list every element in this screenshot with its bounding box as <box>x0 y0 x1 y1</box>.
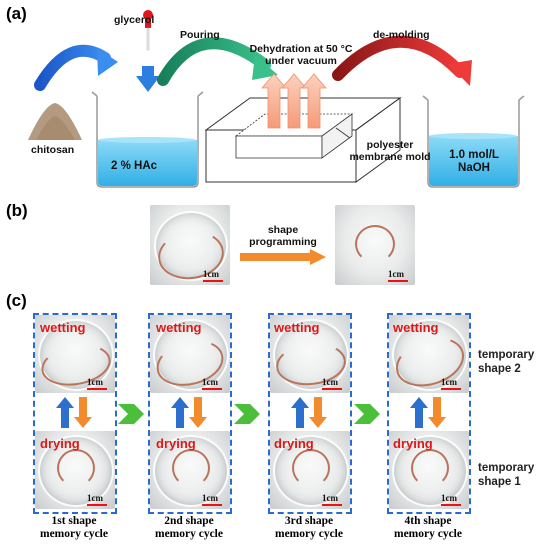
mold-label-line2: membrane mold <box>349 151 431 163</box>
cycle-3-wetting-label: wetting <box>274 320 320 335</box>
cycle-1-wetting-photo: 1cm <box>35 315 115 393</box>
cycle-1-frame <box>33 313 117 514</box>
glycerol-dropper <box>143 10 153 51</box>
shape-programming-arrow <box>240 249 326 265</box>
beaker-naoh-label-line2: NaOH <box>458 162 490 174</box>
polyester-membrane-mold <box>204 97 402 183</box>
cycle-3-drying-label: drying <box>274 436 314 451</box>
add-chitosan-arrow <box>34 44 111 91</box>
cycle-1-drying-label: drying <box>40 436 80 451</box>
shape-programming-line1: shape <box>267 224 299 236</box>
cycle-2-reversible-arrows <box>171 397 207 428</box>
cycle-3-reversible-arrows <box>291 397 327 428</box>
beaker-naoh <box>422 95 525 188</box>
photo-programmed-shape: 1cm <box>335 205 415 285</box>
cycle-4-reversible-arrows <box>410 397 446 428</box>
cycle-3-wetting-photo: 1cm <box>270 315 350 393</box>
cycle-3-drying-photo: 1cm <box>270 431 350 509</box>
dehydration-arrows <box>261 73 327 129</box>
next-cycle-chevron-1 <box>118 404 144 424</box>
cycle-2-wetting-photo: 1cm <box>150 315 230 393</box>
next-cycle-chevron-2 <box>234 404 260 424</box>
chitosan-label: chitosan <box>31 144 75 156</box>
cycle-4-wetting-photo: 1cm <box>389 315 469 393</box>
chitosan-powder-pile <box>28 103 82 140</box>
cycle-1-wetting-label: wetting <box>40 320 86 335</box>
pouring-label: Pouring <box>180 29 220 41</box>
photo-original-shape: 1cm <box>150 205 230 285</box>
glycerol-label: glycerol <box>114 14 155 26</box>
next-cycle-chevron-3 <box>354 404 380 424</box>
cycle-2-drying-photo: 1cm <box>150 431 230 509</box>
de-molding-label: de-molding <box>373 29 430 41</box>
cycle-4-wetting-label: wetting <box>393 320 439 335</box>
cycle-4-drying-label: drying <box>393 436 433 451</box>
beaker-hac-label: 2 % HAc <box>111 160 158 172</box>
beaker-naoh-label-line1: 1.0 mol/L <box>449 149 499 161</box>
mold-label: polyester membrane mold <box>345 139 435 163</box>
scale-bar: 1cm <box>203 269 223 282</box>
beaker-hac <box>91 91 204 188</box>
cycle-2-drying-label: drying <box>156 436 196 451</box>
cycle-2-frame <box>148 313 232 514</box>
add-glycerol-arrow <box>136 66 160 92</box>
shape-programming-label: shape programming <box>238 224 328 248</box>
panel-c-label: (c) <box>6 291 27 310</box>
mold-label-line1: polyester <box>366 139 414 151</box>
cycle-4-drying-photo: 1cm <box>389 431 469 509</box>
panel-b-label: (b) <box>6 201 28 220</box>
dehydration-label-line2: under vacuum <box>265 55 337 67</box>
shape-programming-line2: programming <box>249 236 317 248</box>
panel-a-illustration <box>28 10 525 188</box>
pouring-arrow <box>157 37 271 86</box>
de-molding-arrow <box>332 35 466 81</box>
dehydration-label: Dehydration at 50 °C under vacuum <box>236 43 366 67</box>
fiber-curved <box>355 225 395 263</box>
dehydration-label-line1: Dehydration at 50 °C <box>249 43 353 55</box>
cycle-2-wetting-label: wetting <box>156 320 202 335</box>
cycle-1-reversible-arrows <box>56 397 92 428</box>
cycle-1-drying-photo: 1cm <box>35 431 115 509</box>
panel-a-label: (a) <box>6 4 27 23</box>
cycle-4-frame <box>387 313 471 514</box>
scale-bar: 1cm <box>388 269 408 282</box>
cycle-3-frame <box>268 313 352 514</box>
beaker-naoh-label: 1.0 mol/L NaOH <box>436 149 512 175</box>
